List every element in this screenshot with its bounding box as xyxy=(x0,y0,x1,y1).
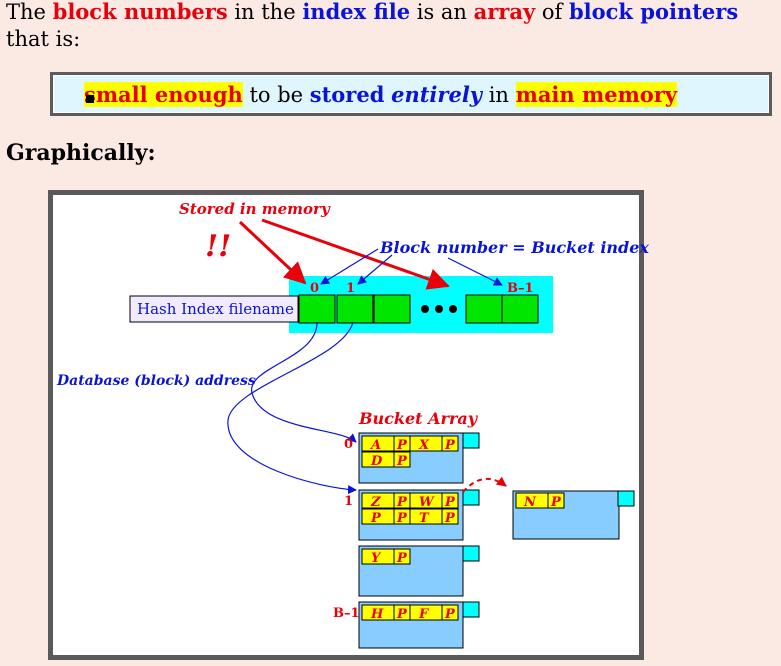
pointer-p: P xyxy=(396,551,408,566)
stored-arrow-to-slot xyxy=(238,220,307,285)
pointer-cell xyxy=(441,435,459,452)
index-slot-b-2 xyxy=(465,294,503,324)
term-main-memory: main memory xyxy=(515,82,678,107)
pointer-p: P xyxy=(444,438,456,453)
bucket-label: 0 xyxy=(344,437,353,452)
block-number-arrow-b-1 xyxy=(447,257,503,286)
bucket-tab xyxy=(462,432,480,449)
pointer-p: P xyxy=(396,438,408,453)
bucket-label: B–1 xyxy=(333,606,360,621)
record-key: X xyxy=(418,438,430,453)
block-number-arrow-1 xyxy=(357,254,393,285)
intro-text: of xyxy=(535,0,569,24)
record-key: P xyxy=(370,511,382,526)
pointer-p: P xyxy=(444,495,456,510)
bucket-tab xyxy=(462,601,480,618)
overflow-bucket-tab xyxy=(617,490,635,507)
record-key: Y xyxy=(371,551,382,566)
index-label-0: 0 xyxy=(310,281,319,296)
pointer-p: P xyxy=(444,511,456,526)
bullet-marker xyxy=(86,95,94,103)
ellipsis-dot xyxy=(449,305,457,313)
ellipsis-dot xyxy=(435,305,443,313)
bucket-tab xyxy=(462,489,480,506)
term-block-numbers: block numbers xyxy=(52,0,228,24)
diagram-canvas xyxy=(53,195,639,655)
index-label-b-1: B–1 xyxy=(507,281,534,296)
record-key: A xyxy=(369,438,381,453)
term-entirely: entirely xyxy=(391,82,483,107)
term-index-file: index file xyxy=(302,0,411,24)
overflow-pointer-p: P xyxy=(550,495,562,510)
pointer-p: P xyxy=(444,607,456,622)
exclamation-mark: !! xyxy=(205,229,231,264)
intro-paragraph: The block numbers in the index file is a… xyxy=(6,0,781,53)
bullet-box: small enough to be stored entirely in ma… xyxy=(50,72,772,116)
index-slot-0 xyxy=(298,294,336,324)
record-key: H xyxy=(370,607,384,622)
bullet-box-inner: small enough to be stored entirely in ma… xyxy=(53,75,769,113)
pointer-p: P xyxy=(396,495,408,510)
pointer-p: P xyxy=(396,607,408,622)
record-key: D xyxy=(370,454,383,469)
filename-box xyxy=(129,295,299,323)
bucket-array-label: Bucket Array xyxy=(358,409,479,428)
bullet-text: in xyxy=(482,83,516,107)
pointer-cell xyxy=(441,604,459,621)
section-heading: Graphically: xyxy=(6,140,156,166)
filename-label: Hash Index filename xyxy=(137,300,294,318)
block-number-arrow-0 xyxy=(320,248,379,285)
intro-text: The xyxy=(6,0,53,24)
record-key: Z xyxy=(370,495,381,510)
intro-text: that is: xyxy=(6,27,81,51)
pointer-arrow-slot0 xyxy=(250,321,357,443)
term-small-enough: small enough xyxy=(84,82,243,107)
record-key: F xyxy=(418,607,429,622)
overflow-pointer-cell xyxy=(547,492,565,509)
term-array: array xyxy=(473,0,536,24)
bullet-text: to be xyxy=(242,83,310,107)
term-stored: stored xyxy=(309,82,385,107)
intro-text: in the xyxy=(227,0,303,24)
pointer-arrow-slot1 xyxy=(227,321,357,495)
index-slot-2 xyxy=(373,294,411,324)
index-slot-b-1 xyxy=(501,294,539,324)
stored-arrow-to-array xyxy=(261,218,450,290)
block-number-label: Block number = Bucket index xyxy=(379,238,649,257)
pointer-p: P xyxy=(396,511,408,526)
database-address-label: Database (block) address xyxy=(56,373,256,389)
intro-text: is an xyxy=(410,0,474,24)
ellipsis-dot xyxy=(421,305,429,313)
stored-in-memory-label: Stored in memory xyxy=(179,200,331,218)
pointer-p: P xyxy=(396,454,408,469)
pointer-cell xyxy=(393,451,411,468)
bucket-label: 1 xyxy=(344,494,353,509)
overflow-record-n: N xyxy=(523,495,537,510)
pointer-cell xyxy=(441,492,459,509)
pointer-cell xyxy=(393,548,411,565)
index-label-1: 1 xyxy=(346,281,355,296)
pointer-cell xyxy=(441,508,459,525)
record-key: W xyxy=(419,495,435,510)
term-block-pointers: block pointers xyxy=(568,0,739,24)
index-slot-1 xyxy=(336,294,374,324)
record-key: T xyxy=(419,511,430,526)
overflow-chain-arrow xyxy=(462,476,507,493)
bucket-tab xyxy=(462,545,480,562)
